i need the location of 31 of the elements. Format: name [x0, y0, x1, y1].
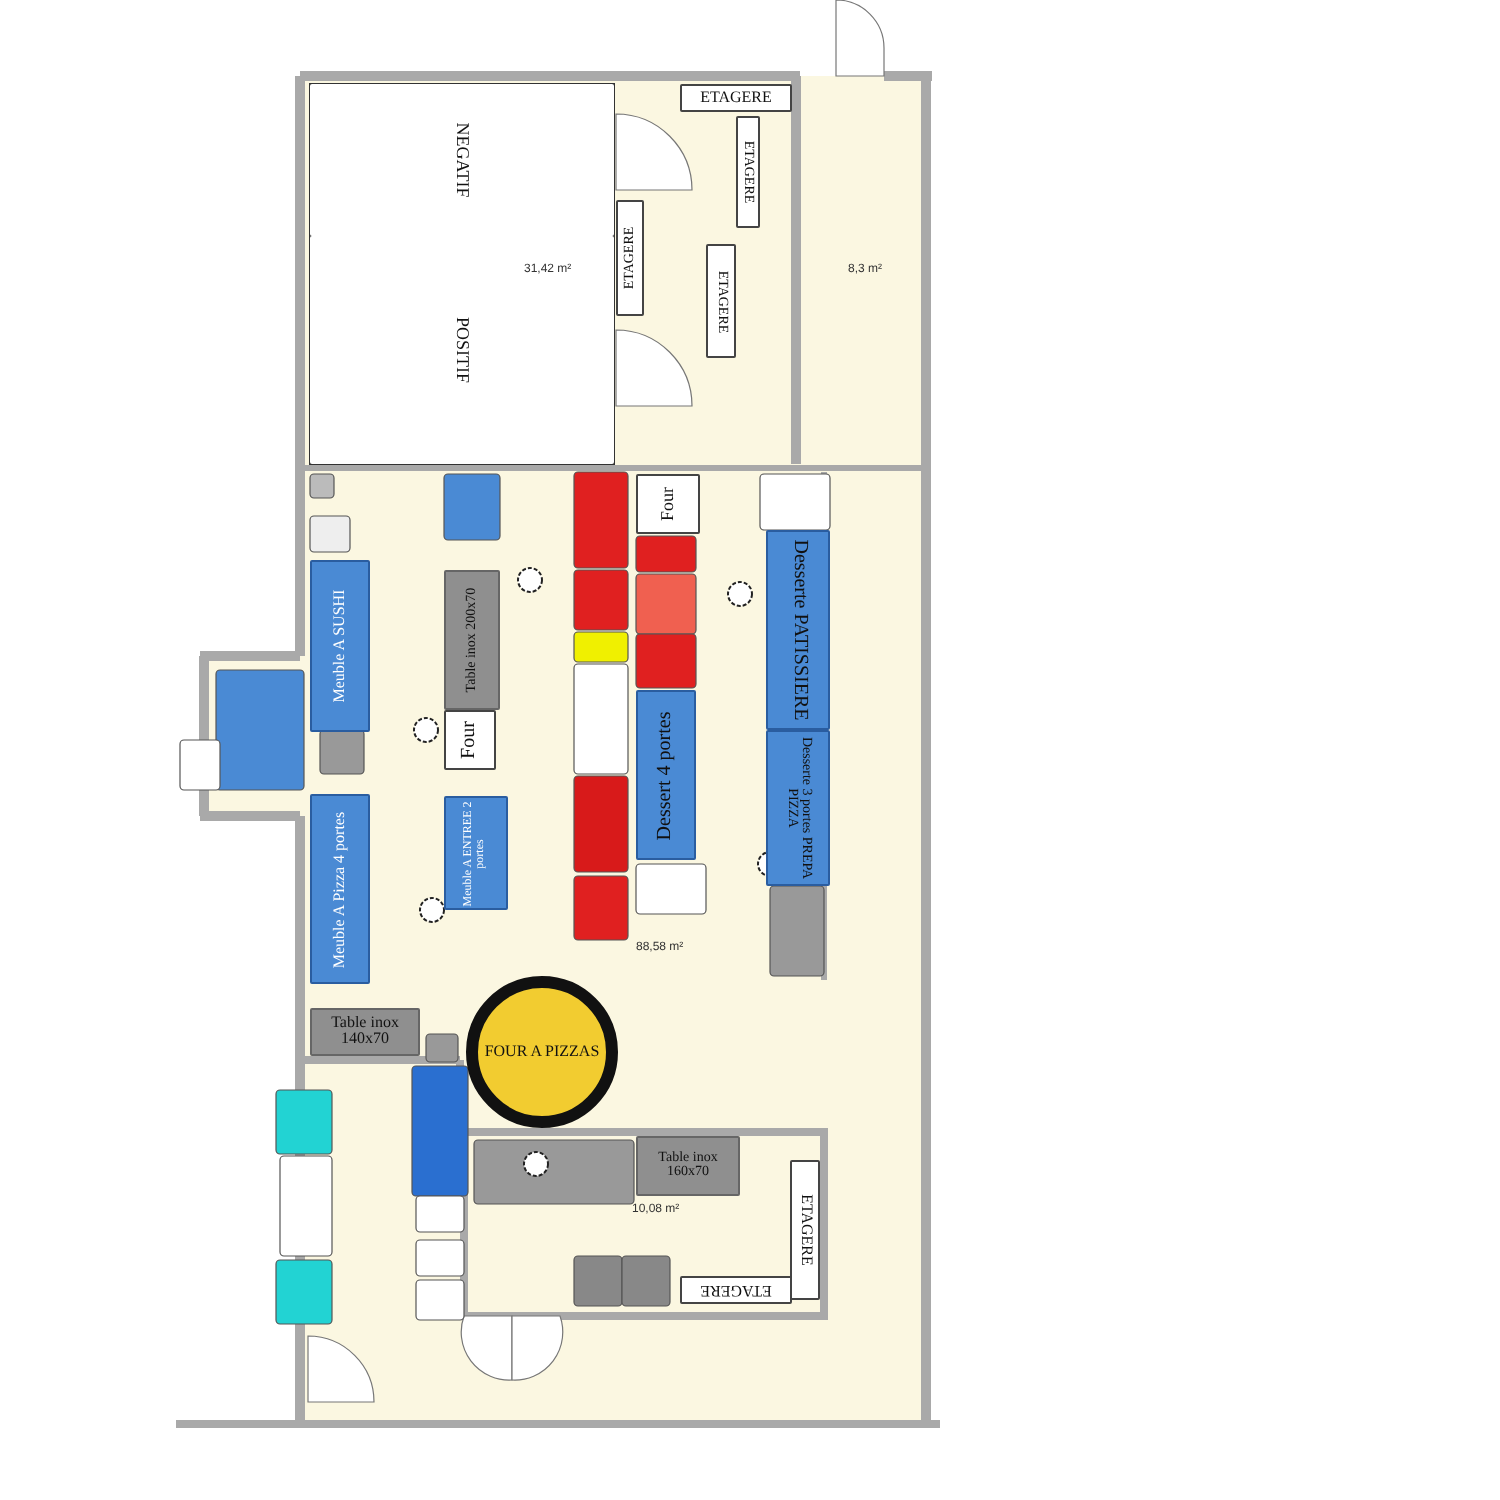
stainless-table: [444, 570, 500, 710]
furniture-label: ETAGERE: [698, 1281, 774, 1299]
furniture-label: Four: [658, 485, 678, 526]
shelf: [790, 1160, 820, 1300]
oven: [444, 710, 496, 770]
furniture-label: POSITIF: [452, 314, 472, 387]
stainless-table: [636, 1136, 740, 1196]
furniture-label: Four: [459, 719, 481, 763]
furniture-label: Meuble A Pizza 4 portes: [331, 808, 349, 972]
furniture-label: Desserte PATISSIERE: [787, 537, 809, 725]
furniture-label: Meuble A SUSHI: [331, 587, 349, 707]
shelf: [736, 116, 760, 228]
shelf: [706, 244, 736, 358]
cabinet: [636, 690, 696, 860]
cabinet: [310, 560, 370, 732]
furniture-label: ETAGERE: [698, 89, 774, 107]
shelf: [616, 200, 644, 316]
room-area: [310, 236, 614, 464]
shelf: [680, 84, 792, 112]
cabinet: [310, 794, 370, 984]
furniture-label: NEGATIF: [452, 120, 472, 202]
stainless-table: [310, 1008, 420, 1056]
cabinet: [766, 530, 830, 730]
cabinet: [766, 730, 830, 886]
furniture-label: Table inox 140x70: [329, 1015, 401, 1049]
furniture-label: ETAGERE: [796, 1192, 814, 1270]
furniture-label: Dessert 4 portes: [655, 708, 677, 844]
furniture-label: FOUR A PIZZAS: [484, 1043, 600, 1061]
cabinet: [444, 796, 508, 910]
oven: [636, 474, 700, 534]
shelf: [680, 1276, 792, 1304]
